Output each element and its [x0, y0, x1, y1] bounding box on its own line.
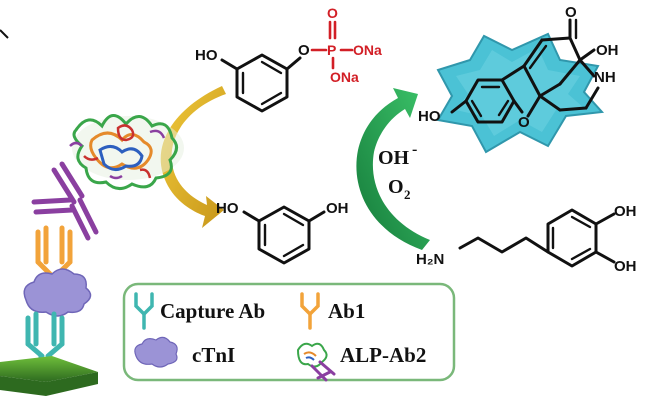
ctni-antigen — [23, 268, 92, 317]
fluorescent-product: HO O O OH NH — [418, 4, 619, 154]
legend-frame — [122, 282, 456, 382]
product-benzene-double-3 — [497, 99, 510, 117]
enzyme-ribbon-blue — [98, 145, 144, 171]
product-pip-bond-2 — [584, 86, 600, 110]
substrate-plate-side — [0, 372, 98, 396]
ab2-stem-a — [77, 197, 99, 235]
enzyme-ribbon-green — [72, 114, 178, 190]
substrate-ring — [235, 53, 289, 113]
gold-arrow-shape — [160, 86, 226, 228]
product-enone-bond-3 — [568, 36, 582, 62]
phenyl-phosphate-molecule: HO O P O ONa ONa — [195, 5, 382, 113]
fluorescence-glow-inner — [456, 48, 584, 136]
legend-ctni-label: cTnI — [192, 343, 235, 367]
substrate-oh-bond — [220, 58, 239, 71]
legend-ab1-label: Ab1 — [328, 299, 365, 323]
substrate-ho-label: HO — [195, 47, 218, 64]
enzyme-ribbon-red — [83, 124, 152, 179]
product-ring-o: O — [518, 114, 530, 131]
product-ho-bond — [450, 99, 468, 114]
product-furan-bond-2 — [522, 64, 542, 98]
green-arrow-shape — [356, 88, 430, 250]
dopamine-oh-top-bond — [594, 212, 616, 226]
ab2-arm-left-c — [31, 197, 73, 205]
capture-antibody-icon — [134, 292, 154, 330]
product-oh-label: OH — [596, 42, 619, 59]
product-oh-bond — [578, 48, 596, 62]
legend-alp-ab2-label: ALP-Ab2 — [340, 343, 426, 367]
legend: Capture Ab Ab1 cTnI ALP-Ab2 — [122, 282, 456, 382]
resorcinol-oh-label: OH — [326, 200, 349, 217]
product-enone-bond-1 — [522, 38, 544, 68]
product-furan-bond-4 — [512, 99, 524, 114]
dopamine-ring — [546, 208, 598, 268]
resorcinol-double-2 — [282, 243, 305, 258]
ctni-cloud-icon — [134, 336, 178, 368]
ab2-stem-b — [69, 203, 91, 241]
ab2-arm-left-a — [59, 161, 85, 199]
hydroxide-label: OH — [378, 147, 410, 169]
alp-ab2-antibody — [31, 161, 99, 241]
product-enone-double — [528, 44, 548, 70]
dopamine-double-2 — [570, 215, 592, 229]
oxidation-arrow — [356, 88, 430, 250]
product-ho-label: HO — [418, 108, 441, 125]
ona-right-label: ONa — [353, 42, 382, 58]
product-enone-bond-4 — [558, 58, 582, 86]
oxygen-subscript: 2 — [404, 187, 411, 202]
dopamine-amine-label: H₂N — [416, 251, 444, 268]
resorcinol-molecule: HO OH — [216, 200, 349, 265]
substrate-bridge-o: O — [298, 42, 310, 59]
resorcinol-ho-label: HO — [216, 200, 239, 217]
dopamine-oh-top: OH — [614, 203, 637, 220]
substrate-ring-double-2 — [260, 91, 283, 106]
phosphorus-label: P — [327, 42, 336, 58]
alp-enzyme-protein — [69, 114, 184, 190]
product-pip-bond-4 — [538, 94, 562, 112]
dopamine-molecule: OH OH H₂N — [416, 203, 637, 275]
substrate-o-bond — [285, 56, 302, 71]
ab2-arm-left-b — [51, 167, 77, 205]
alp-ab2-icon — [296, 342, 336, 382]
ab1-antibody-icon — [300, 292, 320, 330]
resorcinol-double-3 — [282, 212, 305, 227]
product-enone-bond-2 — [540, 36, 572, 42]
substrate-plate-top — [0, 356, 98, 382]
reaction-conditions: OH - O 2 — [378, 141, 417, 202]
product-ketone-o: O — [565, 4, 577, 21]
dopamine-oh-bottom-bond — [594, 250, 616, 264]
ona-bottom-label: ONa — [330, 69, 359, 85]
resorcinol-ring — [257, 205, 311, 265]
legend-capture-ab-label: Capture Ab — [160, 299, 265, 323]
product-pip-bond-3 — [558, 106, 588, 112]
oxygen-label: O — [388, 176, 404, 198]
product-furan-bond-1 — [500, 64, 526, 82]
product-furan-bond-3 — [526, 94, 542, 118]
product-nh-label: NH — [594, 69, 616, 86]
hydroxide-charge: - — [412, 141, 417, 158]
product-pip-bond-1 — [578, 58, 596, 78]
resorcinol-left-oh-bond — [242, 210, 261, 223]
product-benzene-double-2 — [470, 99, 483, 118]
dopamine-ethylamine-chain — [458, 236, 550, 254]
dopamine-oh-bottom: OH — [614, 258, 637, 275]
phosphate-top-o: O — [327, 5, 338, 21]
product-enone-bond-5 — [538, 82, 562, 98]
enzymatic-hydrolysis-arrow — [160, 86, 226, 228]
enzyme-ribbon-purple — [69, 129, 166, 180]
edge-fragment — [0, 29, 9, 39]
sandwich-assay-stack — [0, 161, 99, 396]
resorcinol-right-oh-bond — [307, 210, 326, 223]
ab2-arm-left-d — [33, 207, 75, 215]
substrate-ring-double-3 — [260, 60, 283, 75]
dopamine-double-3 — [570, 247, 592, 261]
